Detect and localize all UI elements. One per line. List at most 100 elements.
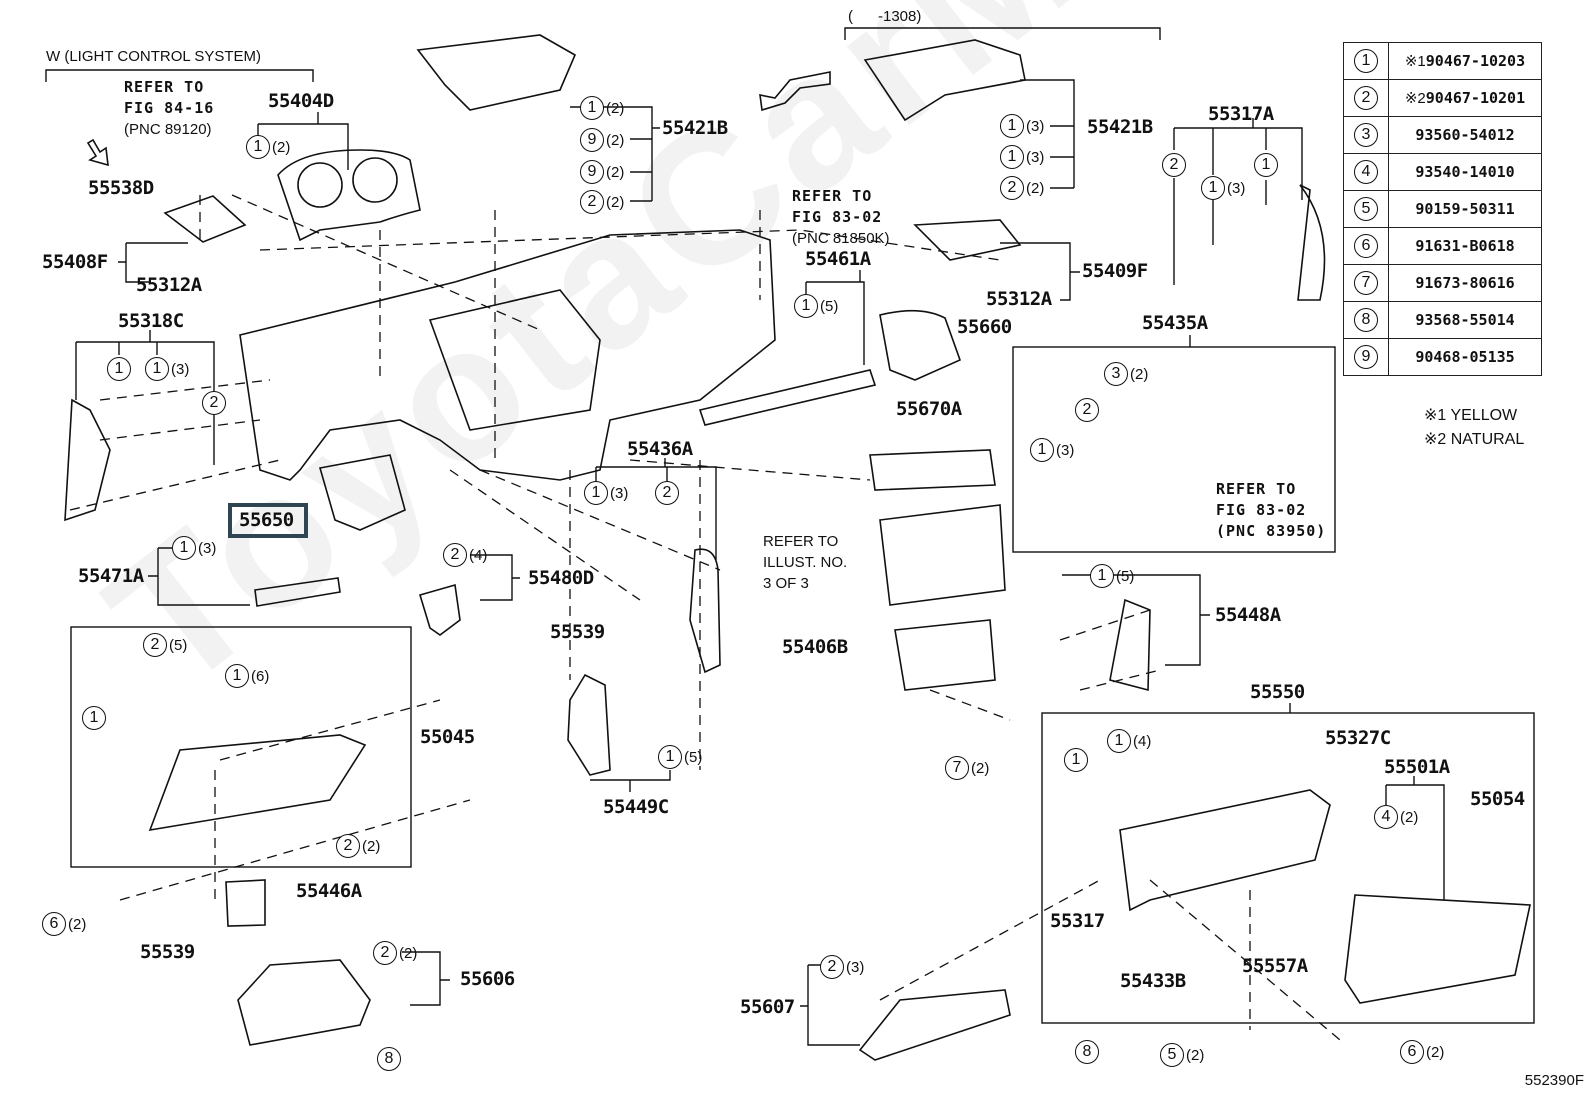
legend-part-cell[interactable]: 93560-54012 — [1388, 116, 1542, 154]
part-label-55045[interactable]: 55045 — [420, 726, 475, 748]
legend-part-cell[interactable]: 90159-50311 — [1388, 190, 1542, 228]
part-55448A-panel — [1109, 598, 1151, 692]
part-55317A-side — [1297, 184, 1326, 301]
leader-55606 — [402, 951, 450, 1006]
callout: 2(2) — [373, 941, 417, 965]
callout: 1(5) — [1090, 564, 1134, 588]
part-55045-lower-panel — [148, 734, 367, 832]
note-pnc-81850k: (PNC 81850K) — [792, 230, 890, 247]
legend-part-cell[interactable]: 93568-55014 — [1388, 301, 1542, 339]
part-label-55054[interactable]: 55054 — [1470, 788, 1525, 810]
part-label-55327C[interactable]: 55327C — [1325, 727, 1391, 749]
part-label-55606[interactable]: 55606 — [460, 968, 515, 990]
part-label-55317A[interactable]: 55317A — [1208, 103, 1274, 125]
part-label-55408F[interactable]: 55408F — [42, 251, 108, 273]
callout: 4(2) — [1374, 805, 1418, 829]
leader-55471A — [148, 547, 250, 606]
part-label-55650[interactable]: 55650 — [239, 509, 294, 531]
callout: 2 — [1075, 398, 1099, 422]
legend-part-cell[interactable]: 91673-80616 — [1388, 264, 1542, 302]
leader-55480D — [470, 554, 520, 601]
ref-circle: 2 — [1354, 86, 1378, 110]
part-label-55539[interactable]: 55539 — [140, 941, 195, 963]
ref-qty: (2) — [68, 915, 87, 933]
legend-part-number[interactable]: 91673-80616 — [1415, 274, 1515, 292]
part-label-55435A[interactable]: 55435A — [1142, 312, 1208, 334]
legend-part-number[interactable]: 91631-B0618 — [1415, 237, 1515, 255]
legend-part-cell[interactable]: 90468-05135 — [1388, 338, 1542, 376]
legend-part-number[interactable]: 93560-54012 — [1415, 126, 1515, 144]
legend-part-number[interactable]: 93568-55014 — [1415, 311, 1515, 329]
legend-part-cell[interactable]: 93540-14010 — [1388, 153, 1542, 191]
note-date-range: ( -1308) — [848, 8, 922, 25]
part-label-55461A[interactable]: 55461A — [805, 248, 871, 270]
part-label-55449C[interactable]: 55449C — [603, 796, 669, 818]
callout: 1(3) — [145, 357, 189, 381]
part-label-55550[interactable]: 55550 — [1250, 681, 1305, 703]
legend-part-number[interactable]: 90467-10201 — [1425, 89, 1526, 107]
part-label-55406B[interactable]: 55406B — [782, 636, 848, 658]
legend-part-cell[interactable]: ※190467-10203 — [1388, 42, 1542, 80]
part-label-55607[interactable]: 55607 — [740, 996, 795, 1018]
ref-circle: 1 — [794, 294, 818, 318]
callout: 1(5) — [794, 294, 838, 318]
ref-qty: (3) — [610, 484, 629, 502]
note-refer-fig-83-02-b: REFER TO FIG 83-02 (PNC 83950) — [1216, 480, 1327, 540]
callout: 2(2) — [1000, 176, 1044, 200]
part-label-55480D[interactable]: 55480D — [528, 567, 594, 589]
part-label-55317[interactable]: 55317 — [1050, 910, 1105, 932]
ref-qty: (6) — [251, 667, 270, 685]
color-note-mark: ※1 — [1404, 53, 1426, 70]
legend-part-number[interactable]: 90159-50311 — [1415, 200, 1515, 218]
ref-qty: (3) — [171, 360, 190, 378]
part-label-55471A[interactable]: 55471A — [78, 565, 144, 587]
legend-part-number[interactable]: 90468-05135 — [1415, 348, 1515, 366]
note-pnc-89120: (PNC 89120) — [124, 121, 212, 138]
part-label-55557A[interactable]: 55557A — [1242, 955, 1308, 977]
ref-qty: (2) — [1426, 1043, 1445, 1061]
box-55435A — [1012, 346, 1336, 553]
callout: 8 — [377, 1047, 401, 1071]
ref-circle: 1 — [1064, 748, 1088, 772]
part-55436A-trim — [689, 548, 721, 674]
part-label-55670A[interactable]: 55670A — [896, 398, 962, 420]
part-label-55538D[interactable]: 55538D — [88, 177, 154, 199]
callout: 1 — [107, 357, 131, 381]
ref-qty: (2) — [606, 131, 625, 149]
legend-part-cell[interactable]: ※290467-10201 — [1388, 79, 1542, 117]
part-label-55433B[interactable]: 55433B — [1120, 970, 1186, 992]
ref-circle: 9 — [580, 160, 604, 184]
legend-ref-cell: 3 — [1343, 116, 1389, 154]
legend-part-number[interactable]: 93540-14010 — [1415, 163, 1515, 181]
part-label-55312A[interactable]: 55312A — [136, 274, 202, 296]
part-instrument-panel — [239, 229, 776, 481]
part-55421B-right-hood — [863, 39, 1026, 122]
part-label-55446A[interactable]: 55446A — [296, 880, 362, 902]
part-label-55312A[interactable]: 55312A — [986, 288, 1052, 310]
ref-circle: 1 — [584, 481, 608, 505]
callout: 6(2) — [1400, 1040, 1444, 1064]
box-55550 — [1041, 712, 1535, 1024]
part-label-55421B[interactable]: 55421B — [662, 117, 728, 139]
callout: 1(3) — [1000, 145, 1044, 169]
part-label-55660[interactable]: 55660 — [957, 316, 1012, 338]
ref-circle: 5 — [1354, 197, 1378, 221]
part-label-55409F[interactable]: 55409F — [1082, 260, 1148, 282]
part-label-55448A[interactable]: 55448A — [1215, 604, 1281, 626]
part-label-55421B[interactable]: 55421B — [1087, 116, 1153, 138]
ref-circle: 1 — [580, 96, 604, 120]
legend-part-number[interactable]: 90467-10203 — [1425, 52, 1526, 70]
part-label-55501A[interactable]: 55501A — [1384, 756, 1450, 778]
ref-circle: 7 — [945, 756, 969, 780]
part-label-55318C[interactable]: 55318C — [118, 310, 184, 332]
part-label-55436A[interactable]: 55436A — [627, 438, 693, 460]
ref-circle: 2 — [336, 834, 360, 858]
part-55449C-panel — [567, 673, 611, 776]
part-label-55539[interactable]: 55539 — [550, 621, 605, 643]
part-55606-cover — [237, 959, 371, 1046]
legend-part-cell[interactable]: 91631-B0618 — [1388, 227, 1542, 265]
part-label-55404D[interactable]: 55404D — [268, 90, 334, 112]
part-55670A-vents — [869, 449, 996, 491]
